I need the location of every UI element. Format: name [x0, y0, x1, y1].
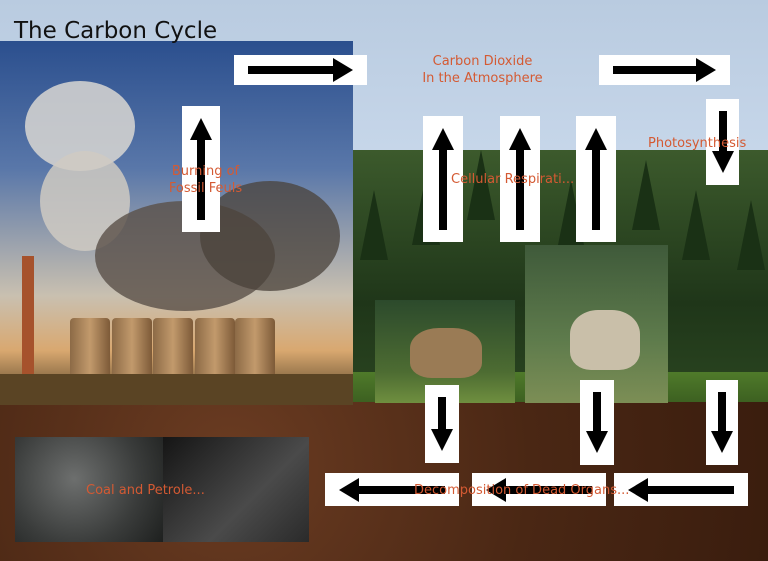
cooling-tower [112, 318, 152, 378]
lynx-body [410, 328, 482, 378]
arrow-head-icon [432, 128, 454, 150]
arrow-forest-down [706, 380, 738, 465]
arrow-photosynthesis-down [706, 99, 739, 185]
cellular-respiration-label: Cellular Respirati... [451, 172, 575, 187]
arrow-shaft [592, 150, 600, 230]
tree-icon [360, 190, 388, 260]
decomposition-label: Decomposition of Dead Organs... [414, 483, 630, 498]
arrow-head-icon [333, 58, 353, 82]
cooling-tower [70, 318, 110, 378]
arrow-head-icon [509, 128, 531, 150]
arrow-head-icon [711, 431, 733, 453]
coal-petroleum-label: Coal and Petrole... [86, 483, 205, 498]
tree-icon [682, 190, 710, 260]
cooling-tower [195, 318, 235, 378]
burning-fossil-fuels-label: Burning of Fossil Feuls [158, 163, 253, 197]
arrow-factory-to-atmosphere [234, 55, 367, 85]
caribou-body [570, 310, 640, 370]
atmosphere-label: Carbon Dioxide In the Atmosphere [400, 53, 565, 87]
smoke-plume [200, 181, 340, 291]
arrow-shaft [248, 66, 333, 74]
arrow-respiration-up-3 [576, 116, 616, 242]
arrow-burning-up [182, 106, 220, 232]
burning-label-line1: Burning of [171, 164, 240, 179]
arrow-atmosphere-to-photosynthesis [599, 55, 730, 85]
photosynthesis-label: Photosynthesis [648, 136, 747, 151]
coal-photo [15, 437, 163, 542]
arrow-lynx-down [425, 385, 459, 463]
lynx-photo [375, 300, 515, 403]
atmosphere-label-line2: In the Atmosphere [422, 71, 543, 86]
arrow-decomp-left-1 [325, 473, 459, 506]
caribou-photo [525, 245, 668, 403]
arrow-decomp-left-2 [472, 473, 606, 506]
arrow-head-icon [586, 431, 608, 453]
arrow-shaft [506, 486, 592, 494]
tree-icon [467, 150, 495, 220]
arrow-respiration-up-2 [500, 116, 540, 242]
arrow-shaft [719, 111, 727, 151]
arrow-head-icon [711, 151, 734, 173]
factory-ground [0, 374, 353, 405]
arrow-shaft [439, 150, 447, 230]
arrow-shaft [593, 392, 601, 431]
tree-icon [737, 200, 765, 270]
arrow-shaft [718, 392, 726, 431]
tree-icon [632, 160, 660, 230]
arrow-head-icon [431, 429, 453, 451]
arrow-head-icon [486, 477, 506, 502]
arrow-head-icon [628, 477, 648, 502]
arrow-shaft [359, 486, 445, 494]
arrow-head-icon [696, 58, 716, 82]
arrow-shaft [648, 486, 734, 494]
arrow-respiration-up-1 [423, 116, 463, 242]
arrow-head-icon [585, 128, 607, 150]
chimney [22, 256, 34, 374]
burning-label-line2: Fossil Feuls [168, 181, 243, 196]
arrow-shaft [438, 397, 446, 429]
arrow-shaft [516, 150, 524, 230]
cooling-tower [153, 318, 193, 378]
petroleum-photo [163, 437, 309, 542]
arrow-shaft [197, 140, 205, 220]
arrow-caribou-down [580, 380, 614, 465]
arrow-shaft [613, 66, 696, 74]
diagram-title: The Carbon Cycle [14, 18, 218, 44]
arrow-head-icon [190, 118, 212, 140]
atmosphere-label-line1: Carbon Dioxide [432, 54, 533, 69]
cooling-tower [235, 318, 275, 378]
arrow-decomp-left-3 [614, 473, 748, 506]
arrow-head-icon [339, 477, 359, 502]
